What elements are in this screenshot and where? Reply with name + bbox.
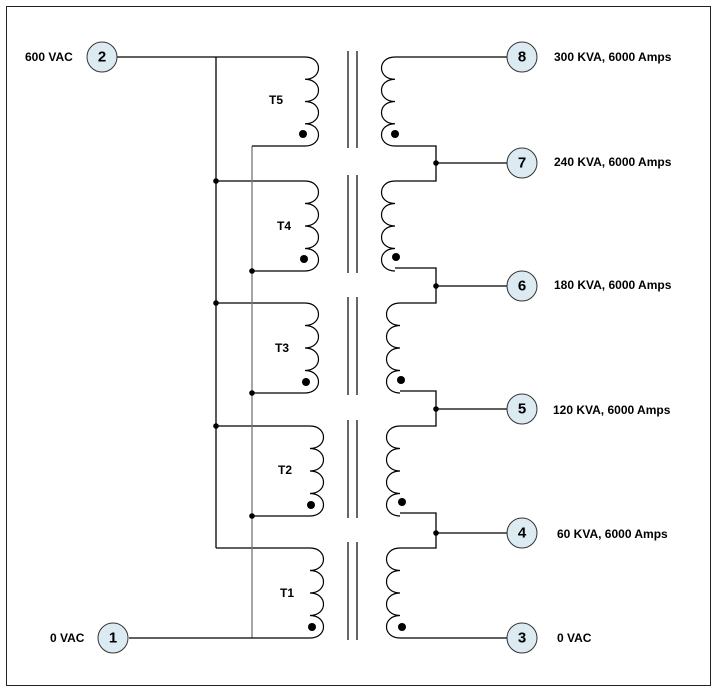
terminal-number: 1 [109, 630, 117, 647]
terminal-number: 2 [98, 49, 106, 66]
terminal-number: 4 [518, 525, 527, 542]
wire-stage-7 [395, 145, 437, 182]
terminal-6[interactable]: 6 [506, 270, 538, 302]
junction-dot [433, 530, 439, 536]
terminal-7-label: 240 KVA, 6000 Amps [554, 155, 672, 169]
secondary-coil-t2 [385, 425, 401, 517]
polarity-dot-primary-t4 [300, 255, 308, 263]
terminal-number: 5 [518, 401, 526, 418]
polarity-dot-secondary-t4 [392, 253, 400, 261]
wire-stage-6 [395, 267, 437, 304]
terminal-number: 3 [518, 630, 526, 647]
junction-dot [213, 300, 219, 306]
terminal-number: 6 [518, 278, 526, 295]
polarity-dot-secondary-t2 [398, 498, 406, 506]
terminal-1[interactable]: 1 [97, 622, 129, 654]
junction-dot [249, 513, 255, 519]
polarity-dot-primary-t2 [307, 501, 315, 509]
primary-coil-t2 [309, 425, 325, 517]
junction-dot [213, 423, 219, 429]
terminal-number: 8 [518, 49, 526, 66]
terminal-2-label: 600 VAC [25, 50, 73, 64]
secondary-coil-t3 [385, 302, 401, 394]
terminal-circle[interactable] [506, 41, 538, 73]
primary-coil-t5 [304, 56, 320, 147]
terminal-3[interactable]: 3 [506, 622, 538, 654]
terminal-6-label: 180 KVA, 6000 Amps [554, 278, 672, 292]
terminal-4-label: 60 KVA, 6000 Amps [557, 527, 668, 541]
secondary-coil-t5 [380, 56, 396, 147]
terminal-8-label: 300 KVA, 6000 Amps [554, 50, 672, 64]
terminal-7[interactable]: 7 [506, 147, 538, 179]
terminal-circle[interactable] [506, 517, 538, 549]
polarity-dot-secondary-t1 [398, 623, 406, 631]
junction-dot [249, 390, 255, 396]
wire-stage-5 [400, 390, 437, 427]
junction-dot [249, 268, 255, 274]
secondary-coil-t1 [385, 547, 401, 639]
terminal-circle[interactable] [86, 41, 118, 73]
primary-coil-t1 [309, 547, 325, 639]
junction-dot [213, 178, 219, 184]
terminal-1-label: 0 VAC [50, 631, 85, 645]
junction-dot [433, 160, 439, 166]
transformer-label-t2: T2 [278, 463, 292, 477]
terminal-2[interactable]: 2 [86, 41, 118, 73]
secondary-wiring [395, 56, 507, 639]
transformer-label-t5: T5 [269, 93, 283, 107]
junction-dot [433, 406, 439, 412]
terminal-5[interactable]: 5 [506, 393, 538, 425]
terminal-circle[interactable] [97, 622, 129, 654]
terminal-4[interactable]: 4 [506, 517, 538, 549]
polarity-dot-primary-t3 [302, 378, 310, 386]
polarity-dot-secondary-t3 [397, 376, 405, 384]
transformer-coils [299, 56, 406, 639]
terminal-3-label: 0 VAC [557, 631, 592, 645]
primary-wiring [117, 56, 310, 639]
junction-dot [433, 283, 439, 289]
primary-coil-t4 [304, 180, 320, 272]
polarity-dot-primary-t1 [308, 623, 316, 631]
terminal-8[interactable]: 8 [506, 41, 538, 73]
wire-stage-4 [400, 512, 437, 549]
transformer-label-t4: T4 [277, 219, 291, 233]
polarity-dot-primary-t5 [299, 130, 307, 138]
secondary-coil-t4 [380, 180, 396, 272]
transformer-labels: T5 T4 T3 T2 T1 [269, 93, 294, 600]
terminal-circle[interactable] [506, 393, 538, 425]
terminal-circle[interactable] [506, 622, 538, 654]
diagram-frame [6, 6, 711, 686]
transformer-label-t3: T3 [275, 341, 289, 355]
polarity-dot-secondary-t5 [391, 130, 399, 138]
terminal-number: 7 [518, 155, 526, 172]
terminal-circle[interactable] [506, 270, 538, 302]
transformer-cores [347, 51, 358, 640]
transformer-label-t1: T1 [280, 586, 294, 600]
terminal-5-label: 120 KVA, 6000 Amps [553, 403, 671, 417]
primary-coil-t3 [304, 302, 320, 394]
terminal-circle[interactable] [506, 147, 538, 179]
